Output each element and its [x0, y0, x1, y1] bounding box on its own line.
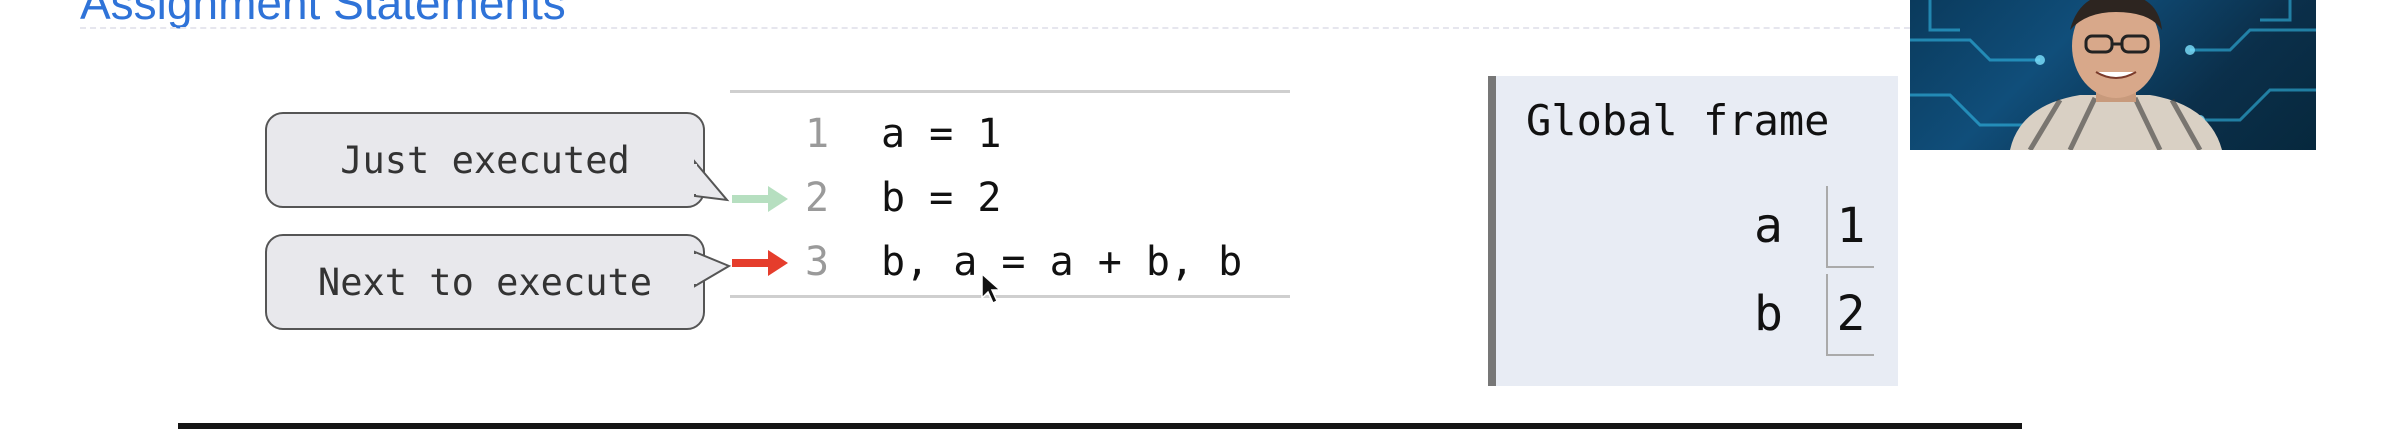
code-text: a = 1 [881, 111, 1002, 157]
slide-title: Assignment Statements [80, 0, 566, 29]
mouse-cursor-icon [981, 272, 1002, 305]
callout-next-to-execute-label: Next to execute [317, 260, 653, 304]
next-to-execute-arrow-icon [732, 250, 788, 276]
var-value-b: 2 [1826, 274, 1874, 356]
presenter-avatar [2010, 0, 2222, 150]
code-line-2: 2 b = 2 [805, 168, 1001, 228]
code-top-rule [730, 90, 1290, 93]
callout-next-to-execute-tail [693, 250, 732, 288]
code-line-1: 1 a = 1 [805, 104, 1001, 164]
var-value-a: 1 [1826, 186, 1874, 268]
callout-just-executed: Just executed [265, 112, 705, 208]
title-divider [80, 27, 1940, 29]
code-bottom-rule [730, 295, 1290, 298]
code-text: b, a = a + b, b [881, 239, 1243, 285]
var-name-b: b [1754, 286, 1783, 342]
global-frame: Global frame a 1 b 2 [1488, 76, 1898, 386]
just-executed-arrow-icon [732, 186, 788, 212]
line-number: 1 [805, 111, 830, 157]
line-number: 3 [805, 239, 830, 285]
var-name-a: a [1754, 198, 1783, 254]
callout-just-executed-tail [693, 159, 730, 202]
code-text: b = 2 [881, 175, 1002, 221]
code-line-3: 3 b, a = a + b, b [805, 232, 1242, 292]
webcam-overlay [1910, 0, 2316, 150]
line-number: 2 [805, 175, 830, 221]
callout-just-executed-label: Just executed [340, 138, 630, 182]
callout-next-to-execute: Next to execute [265, 234, 705, 330]
frame-title: Global frame [1526, 96, 1830, 145]
bottom-divider [178, 423, 2022, 429]
